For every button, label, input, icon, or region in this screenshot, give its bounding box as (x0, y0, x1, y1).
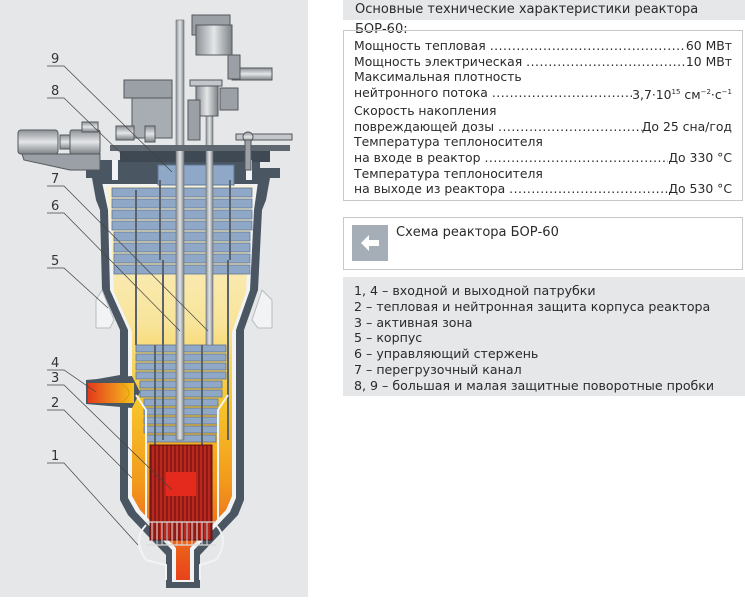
value-exponent: −1 (721, 88, 732, 97)
callout-3: 3 (51, 371, 59, 386)
callout-7: 7 (51, 172, 59, 187)
callout-5: 5 (51, 254, 59, 269)
spec-value: 60 МВт (685, 38, 732, 53)
value-exponent: −2 (700, 88, 711, 97)
callout-6: 6 (51, 199, 59, 214)
small-rotating-plug (157, 164, 235, 186)
callout-4: 4 (51, 356, 59, 371)
spec-label: на входе в реактор (354, 149, 481, 165)
specs-table: Мощность тепловая 60 МВт Мощность электр… (343, 30, 743, 201)
spec-value: До 25 сна/год (641, 118, 732, 134)
specs-title: Основные технические характеристики реак… (343, 0, 745, 37)
legend-item: 6 – управляющий стержень (354, 346, 539, 362)
callout-lines (47, 65, 209, 546)
spec-row: Температура теплоносителя (354, 166, 732, 182)
spec-label: нейтронного потока (354, 85, 488, 101)
spec-label: Температура теплоносителя (354, 165, 543, 181)
spec-value: До 530 °C (668, 181, 732, 197)
spec-row: Мощность электрическая 10 МВт (354, 54, 732, 70)
legend: 1, 4 – входной и выходной патрубки 2 – т… (343, 277, 745, 396)
value-mantissa: 3,7·10 (632, 87, 672, 103)
value-exponent: 15 (671, 88, 681, 97)
spec-row: Максимальная плотность (354, 69, 732, 85)
spec-label: Максимальная плотность (354, 69, 522, 85)
callout-2: 2 (51, 396, 59, 411)
value-unit: ·с (710, 87, 722, 103)
legend-item: 5 – корпус (354, 330, 423, 346)
spec-row: на входе в реактор До 330 °C (354, 150, 732, 166)
value-unit: см (680, 87, 701, 103)
spec-row: Температура теплоносителя (354, 134, 732, 150)
spec-row: повреждающей дозы До 25 сна/год (354, 119, 732, 135)
leader-dots (488, 85, 632, 103)
spec-row: Скорость накопления (354, 103, 732, 119)
callout-1: 1 (51, 449, 59, 464)
legend-item: 1, 4 – входной и выходной патрубки (354, 283, 596, 298)
scheme-nav: Схема реактора БОР-60 (343, 217, 743, 270)
leader-dots (522, 54, 686, 70)
top-mechanisms (17, 14, 293, 171)
leader-dots (505, 181, 668, 197)
legend-item: 7 – перегрузочный канал (354, 361, 522, 377)
spec-row: Мощность тепловая 60 МВт (354, 38, 732, 54)
spec-value: 10 МВт (685, 53, 732, 69)
refuelling-channel (205, 94, 214, 346)
legend-item: 8, 9 – большая и малая защитные поворотн… (354, 377, 715, 393)
leader-dots (486, 38, 686, 54)
spec-label: Мощность электрическая (354, 53, 523, 69)
spec-label: Мощность тепловая (354, 38, 486, 53)
spec-value: 3,7·1015 см−2·с−1 (632, 85, 732, 103)
back-button[interactable] (352, 225, 388, 261)
spec-value: До 330 °C (668, 149, 732, 165)
core-center (166, 472, 196, 496)
spec-label: на выходе из реактора (354, 181, 506, 197)
reactor-diagram: 9 8 7 6 5 4 3 2 1 (0, 0, 308, 597)
arrow-left-icon (361, 235, 379, 251)
control-rod (175, 19, 185, 441)
reactor-schematic: 9 8 7 6 5 4 3 2 1 (17, 14, 293, 588)
scheme-title: Схема реактора БОР-60 (396, 225, 559, 240)
callout-9: 9 (51, 52, 59, 67)
callout-numbers: 9 8 7 6 5 4 3 2 1 (51, 52, 59, 464)
leader-dots (494, 119, 642, 135)
spec-row: на выходе из реактора До 530 °C (354, 181, 732, 197)
spec-label: повреждающей дозы (354, 118, 495, 134)
legend-item: 2 – тепловая и нейтронная защита корпуса… (354, 298, 711, 314)
legend-item: 3 – активная зона (354, 314, 473, 330)
spec-row: нейтронного потока 3,7·1015 см−2·с−1 (354, 85, 732, 103)
spec-label: Температура теплоносителя (354, 134, 543, 150)
spec-label: Скорость накопления (354, 102, 497, 118)
leader-dots (480, 150, 668, 166)
callout-8: 8 (51, 84, 59, 99)
